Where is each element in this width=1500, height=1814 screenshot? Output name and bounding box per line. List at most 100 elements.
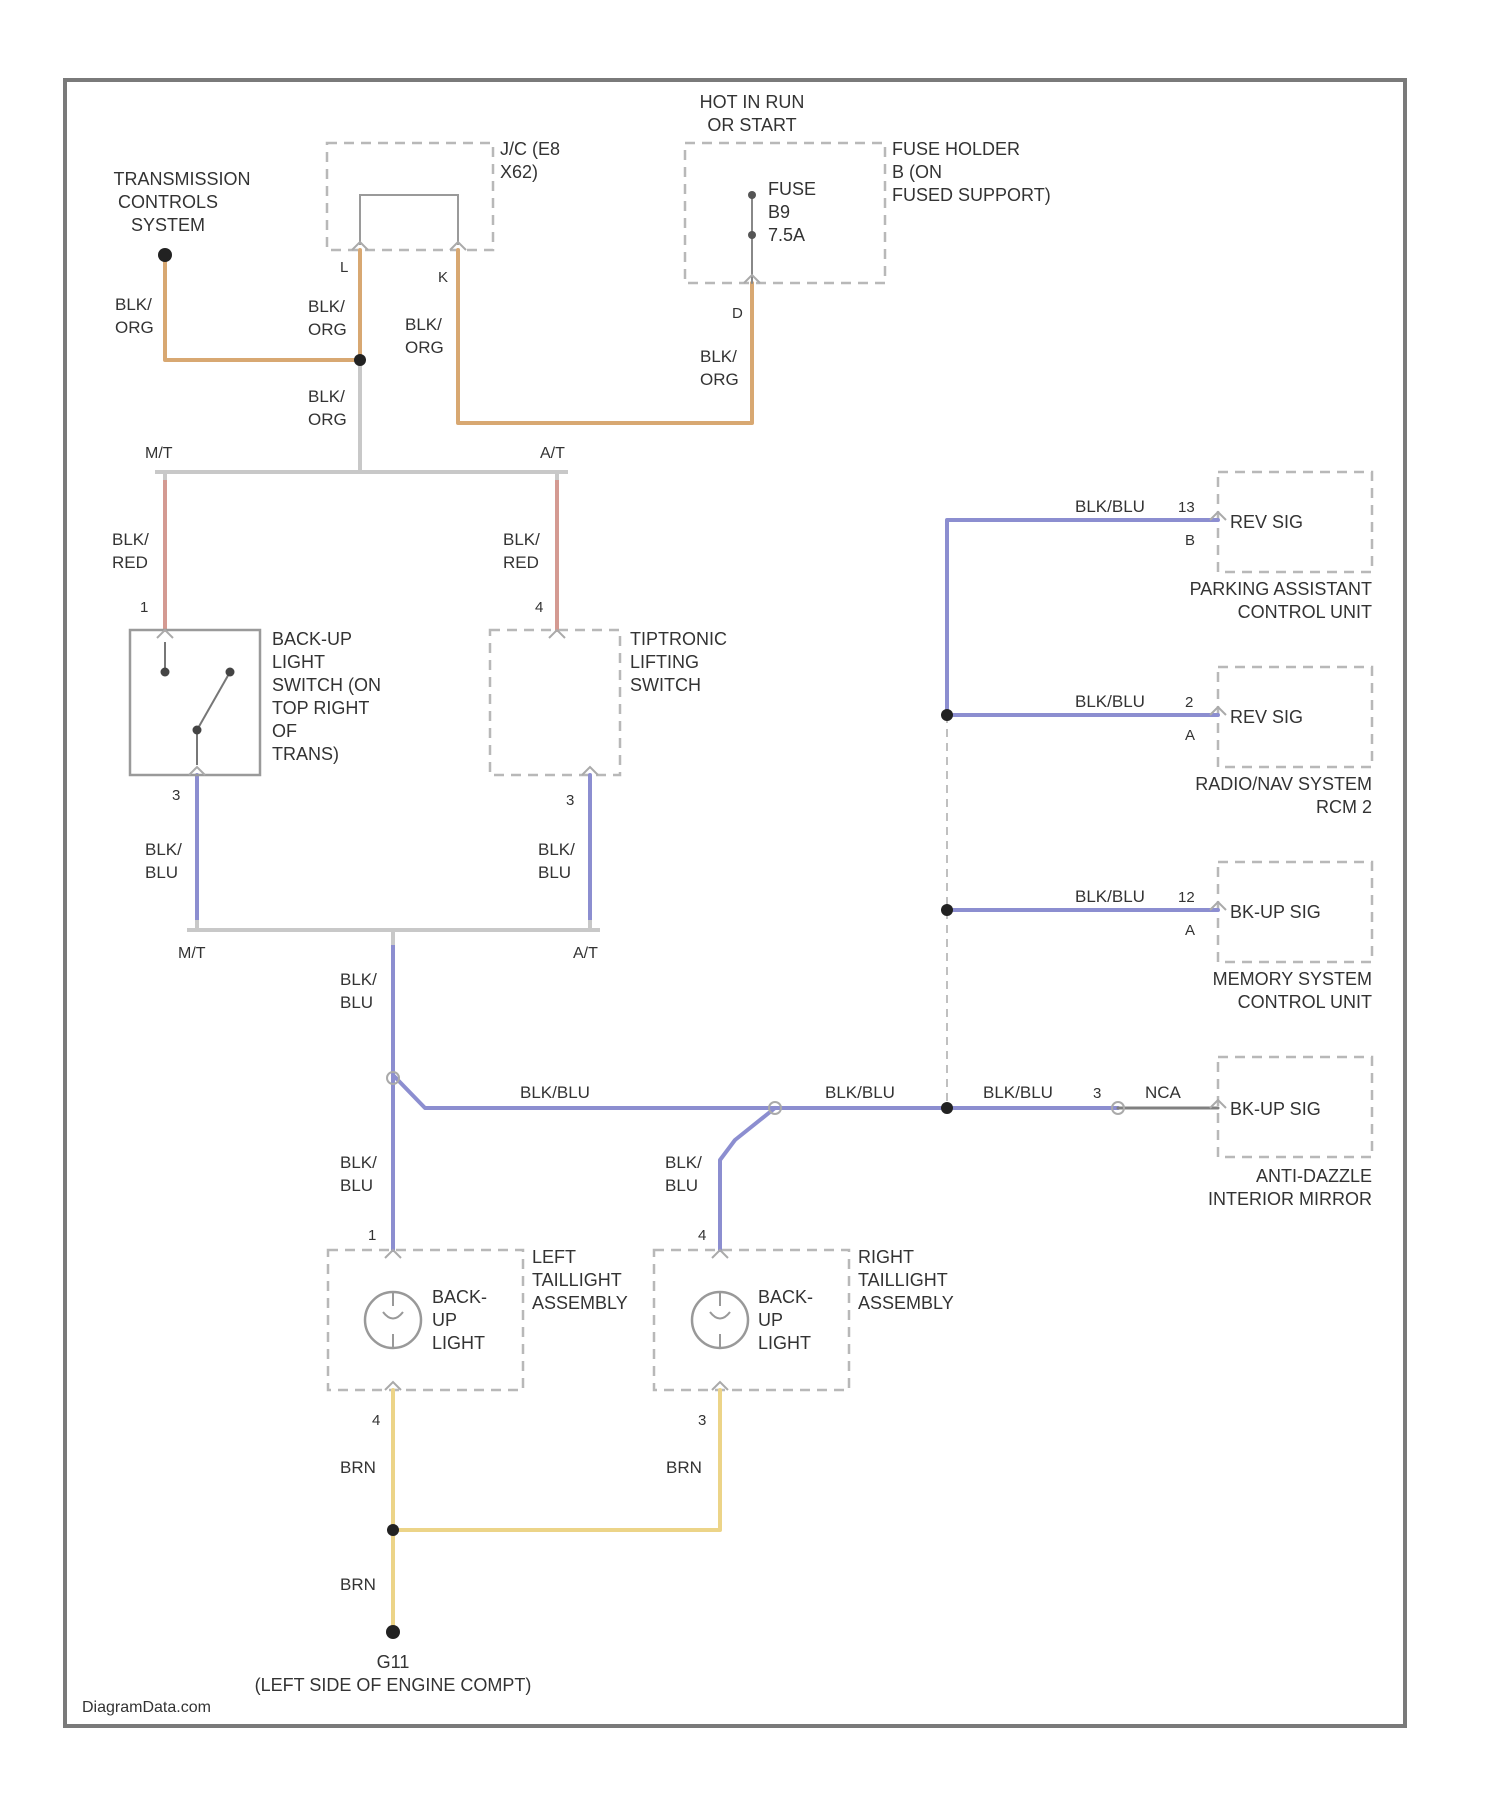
radio-pin-let: A — [1185, 727, 1195, 744]
backup-switch-box — [130, 630, 260, 775]
backup-switch-6: TRANS) — [272, 744, 339, 764]
tip-pin-top: 4 — [535, 599, 543, 616]
fuse-dot-bottom — [748, 231, 756, 239]
bottom-bus — [187, 920, 600, 945]
top-bus — [155, 360, 568, 480]
radio-box-text: REV SIG — [1230, 707, 1303, 727]
right-lamp — [692, 1292, 748, 1348]
wire-blk-org-fuse — [458, 250, 752, 423]
jc-pin-l: L — [340, 259, 348, 276]
wire-label-org-3b: ORG — [405, 338, 444, 357]
wire-label-org-5a: BLK/ — [308, 387, 345, 406]
left-lamp-text-2: UP — [432, 1310, 457, 1330]
fuse-text-1: FUSE — [768, 179, 816, 199]
fuse-holder-2: B (ON — [892, 162, 942, 182]
fuse-holder-1: FUSE HOLDER — [892, 139, 1020, 159]
memory-box-text: BK-UP SIG — [1230, 902, 1321, 922]
radio-pin-num: 2 — [1185, 694, 1193, 711]
right-taillight-2: TAILLIGHT — [858, 1270, 948, 1290]
wire-label-red-2a: BLK/ — [503, 530, 540, 549]
fuse-holder-3: FUSED SUPPORT) — [892, 185, 1051, 205]
mirror-pin-num: 3 — [1093, 1085, 1101, 1102]
left-lamp-text-3: LIGHT — [432, 1333, 485, 1353]
wire-label-brn-2: BRN — [666, 1458, 702, 1477]
left-taillight-3: ASSEMBLY — [532, 1293, 628, 1313]
wire-label-blu-1a: BLK/ — [145, 840, 182, 859]
variant-mt-top: M/T — [145, 445, 173, 462]
left-pin-top: 1 — [368, 1227, 376, 1244]
wire-label-org-1a: BLK/ — [115, 295, 152, 314]
tiptronic-3: SWITCH — [630, 675, 701, 695]
wire-label-red-1b: RED — [112, 553, 148, 572]
left-lamp — [365, 1292, 421, 1348]
parking-pin-num: 13 — [1178, 499, 1195, 516]
backup-switch-2: LIGHT — [272, 652, 325, 672]
radio-name-1: RADIO/NAV SYSTEM — [1195, 774, 1372, 794]
wire-label-brn-1: BRN — [340, 1458, 376, 1477]
right-taillight-box — [654, 1250, 849, 1390]
switch-pin-bottom: 3 — [172, 787, 180, 804]
switch-dot-1 — [161, 668, 170, 677]
backup-switch-5: OF — [272, 721, 297, 741]
wire-label-org-1b: ORG — [115, 318, 154, 337]
tcs-label-3: SYSTEM — [131, 215, 205, 235]
backup-switch-3: SWITCH (ON — [272, 675, 381, 695]
right-pin-bottom: 3 — [698, 1412, 706, 1429]
wire-label-red-2b: RED — [503, 553, 539, 572]
switch-dot-3 — [193, 726, 202, 735]
radio-name-2: RCM 2 — [1316, 797, 1372, 817]
backup-switch-1: BACK-UP — [272, 629, 352, 649]
wire-label-brn-3: BRN — [340, 1575, 376, 1594]
tiptronic-box — [490, 630, 620, 775]
wire-label-blu-h3: BLK/BLU — [983, 1083, 1053, 1102]
wire-label-blu-5b: BLU — [665, 1176, 698, 1195]
ground-label-1: G11 — [377, 1652, 410, 1672]
memory-name-1: MEMORY SYSTEM — [1213, 969, 1372, 989]
tip-pin-bottom: 3 — [566, 792, 574, 809]
wire-label-red-1a: BLK/ — [112, 530, 149, 549]
wire-label-blu-2a: BLK/ — [538, 840, 575, 859]
left-lamp-text-1: BACK- — [432, 1287, 487, 1307]
wire-label-blu-h2: BLK/BLU — [825, 1083, 895, 1102]
wire-label-blu-h1: BLK/BLU — [520, 1083, 590, 1102]
right-taillight-1: RIGHT — [858, 1247, 914, 1267]
watermark: DiagramData.com — [82, 1699, 211, 1716]
fuse-top-1: HOT IN RUN — [700, 92, 805, 112]
jc-internal-loop — [360, 195, 458, 245]
wire-label-org-3a: BLK/ — [405, 315, 442, 334]
tiptronic-2: LIFTING — [630, 652, 699, 672]
jc-pin-k: K — [438, 269, 448, 286]
right-lamp-text-3: LIGHT — [758, 1333, 811, 1353]
fuse-top-2: OR START — [707, 115, 796, 135]
mirror-name-2: INTERIOR MIRROR — [1208, 1189, 1372, 1209]
wire-label-blu-4a: BLK/ — [340, 1153, 377, 1172]
wire-label-org-4b: ORG — [700, 370, 739, 389]
variant-mt-bottom: M/T — [178, 945, 206, 962]
switch-dot-2 — [226, 668, 235, 677]
memory-pin-num: 12 — [1178, 889, 1195, 906]
wire-label-blu-5a: BLK/ — [665, 1153, 702, 1172]
diagram-frame — [65, 80, 1405, 1726]
left-taillight-1: LEFT — [532, 1247, 576, 1267]
wire-label-blu-3b: BLU — [340, 993, 373, 1012]
fuse-text-2: B9 — [768, 202, 790, 222]
tcs-label-2: CONTROLS — [118, 192, 218, 212]
parking-name-2: CONTROL UNIT — [1238, 602, 1372, 622]
wire-label-blu-4b: BLU — [340, 1176, 373, 1195]
wire-label-org-2a: BLK/ — [308, 297, 345, 316]
wire-label-org-2b: ORG — [308, 320, 347, 339]
right-taillight-3: ASSEMBLY — [858, 1293, 954, 1313]
wire-label-blu-2b: BLU — [538, 863, 571, 882]
parking-pin-let: B — [1185, 532, 1195, 549]
left-taillight-2: TAILLIGHT — [532, 1270, 622, 1290]
wire-label-blu-1b: BLU — [145, 863, 178, 882]
wire-label-blu-p: BLK/BLU — [1075, 497, 1145, 516]
wire-label-blu-3a: BLK/ — [340, 970, 377, 989]
memory-pin-let: A — [1185, 922, 1195, 939]
wire-label-org-4a: BLK/ — [700, 347, 737, 366]
fuse-dot-top — [748, 191, 756, 199]
switch-contact — [165, 642, 230, 765]
wire-blk-blu-parking — [947, 520, 1218, 715]
fuse-text-3: 7.5A — [768, 225, 805, 245]
